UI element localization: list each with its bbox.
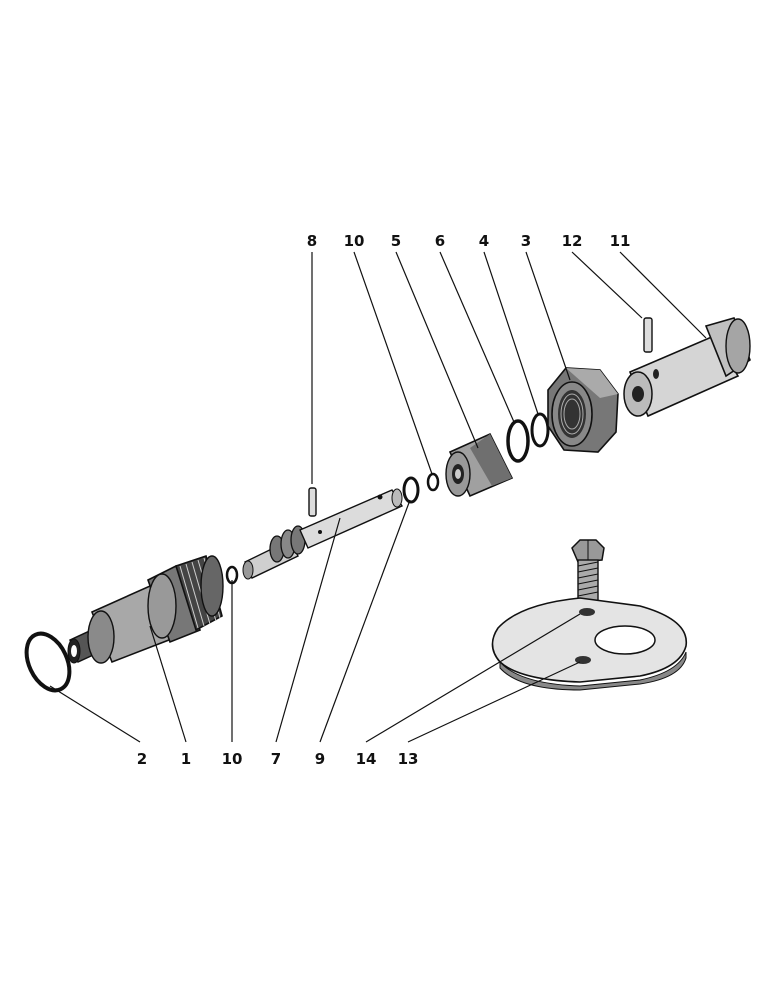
callout-9: 9 xyxy=(315,750,325,768)
leader-lines xyxy=(49,251,707,743)
callout-3: 3 xyxy=(521,232,531,250)
callouts-top: 8 10 5 6 4 3 12 11 xyxy=(307,232,631,250)
part-1-body xyxy=(67,554,224,664)
callout-7: 7 xyxy=(271,750,281,768)
part-8-pin xyxy=(308,487,317,517)
part-7-shaft xyxy=(242,488,404,580)
callout-10-upper: 10 xyxy=(344,232,365,250)
callout-8: 8 xyxy=(307,232,317,250)
part-6-o-ring xyxy=(506,419,530,463)
part-10-small-o-ring-upper xyxy=(426,472,440,492)
part-9-o-ring xyxy=(402,476,420,504)
callout-1: 1 xyxy=(181,750,191,768)
callout-5: 5 xyxy=(391,232,401,250)
part-5-sleeve xyxy=(445,432,514,498)
part-2-o-ring xyxy=(24,631,72,693)
callout-12: 12 xyxy=(562,232,583,250)
part-11-cylinder xyxy=(623,317,751,418)
callout-13: 13 xyxy=(398,750,419,768)
callout-11: 11 xyxy=(610,232,631,250)
callout-4: 4 xyxy=(479,232,489,250)
callout-14: 14 xyxy=(356,750,377,768)
part-14-bolt xyxy=(571,539,605,605)
callout-6: 6 xyxy=(435,232,445,250)
part-3-hex-nut xyxy=(547,367,619,453)
callout-2: 2 xyxy=(137,750,147,768)
part-4-o-ring xyxy=(530,412,550,448)
callouts-bottom: 2 1 10 7 9 14 13 xyxy=(137,750,419,768)
part-12-pin xyxy=(643,317,653,353)
part-13-flange-plate xyxy=(491,597,688,691)
callout-10-lower: 10 xyxy=(222,750,243,768)
